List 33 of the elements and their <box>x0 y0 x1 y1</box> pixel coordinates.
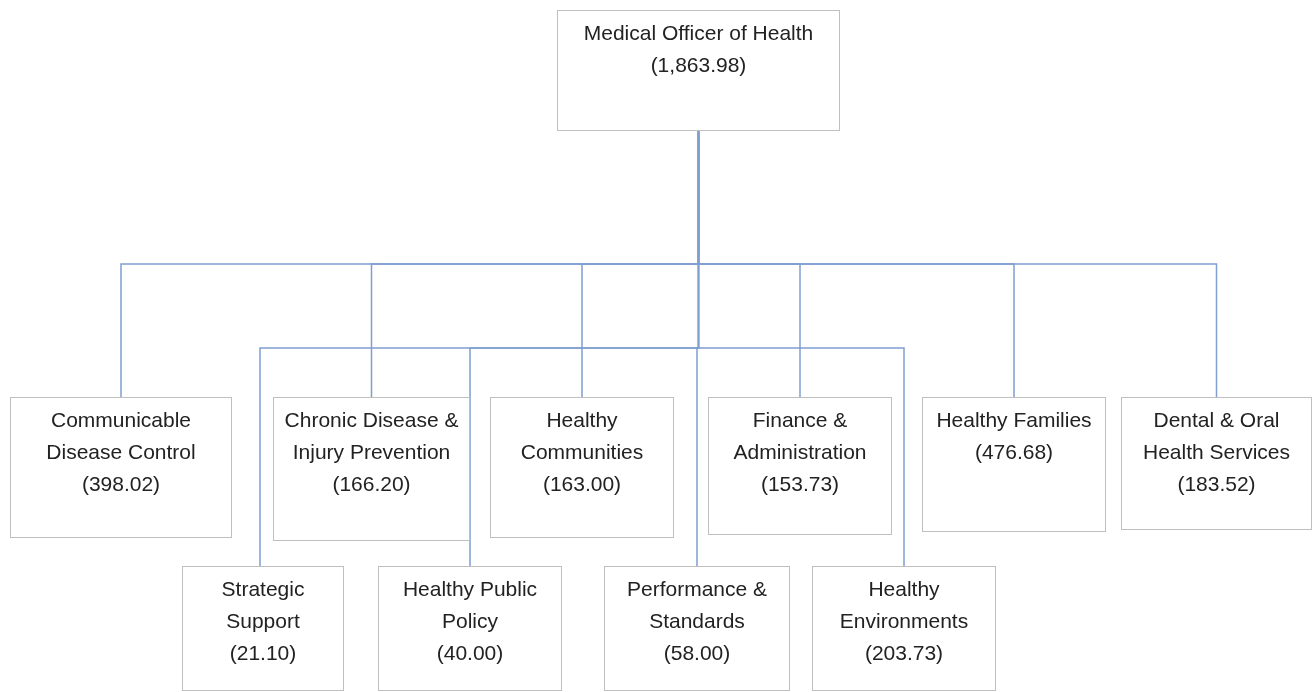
org-unit-box <box>378 566 562 691</box>
budget-figure: (1,863.98) <box>649 52 748 78</box>
org-unit-box <box>10 397 232 538</box>
unit-name: Medical Officer of Health <box>582 20 815 46</box>
budget-figure: (153.73) <box>759 471 841 497</box>
unit-name: Healthy Environments <box>838 576 970 634</box>
budget-figure: (183.52) <box>1176 471 1257 497</box>
unit-name: Chronic Disease & Injury Prevention <box>283 407 460 465</box>
budget-figure: (166.20) <box>331 471 412 497</box>
budget-figure: (476.68) <box>973 439 1055 465</box>
org-unit-box <box>273 397 470 541</box>
unit-name: Strategic Support <box>220 576 306 634</box>
unit-name: Healthy Families <box>935 407 1093 433</box>
org-unit-box <box>557 10 840 131</box>
unit-name: Performance & Standards <box>625 576 769 634</box>
budget-figure: (58.00) <box>662 640 732 666</box>
org-unit-box <box>182 566 344 691</box>
unit-name: Healthy Public Policy <box>401 576 539 634</box>
unit-name: Communicable Disease Control <box>45 407 197 465</box>
unit-name: Healthy Communities <box>519 407 645 465</box>
org-unit-box <box>604 566 790 691</box>
unit-name: Dental & Oral Health Services <box>1141 407 1292 465</box>
budget-figure: (398.02) <box>80 471 162 497</box>
budget-figure: (21.10) <box>228 640 298 666</box>
unit-name: Finance & Administration <box>732 407 868 465</box>
budget-figure: (203.73) <box>863 640 945 666</box>
org-unit-box <box>812 566 996 691</box>
budget-figure: (163.00) <box>541 471 623 497</box>
budget-figure: (40.00) <box>435 640 505 666</box>
org-unit-box <box>1121 397 1312 530</box>
org-unit-box <box>922 397 1106 532</box>
org-unit-box <box>490 397 674 538</box>
org-unit-box <box>708 397 892 535</box>
